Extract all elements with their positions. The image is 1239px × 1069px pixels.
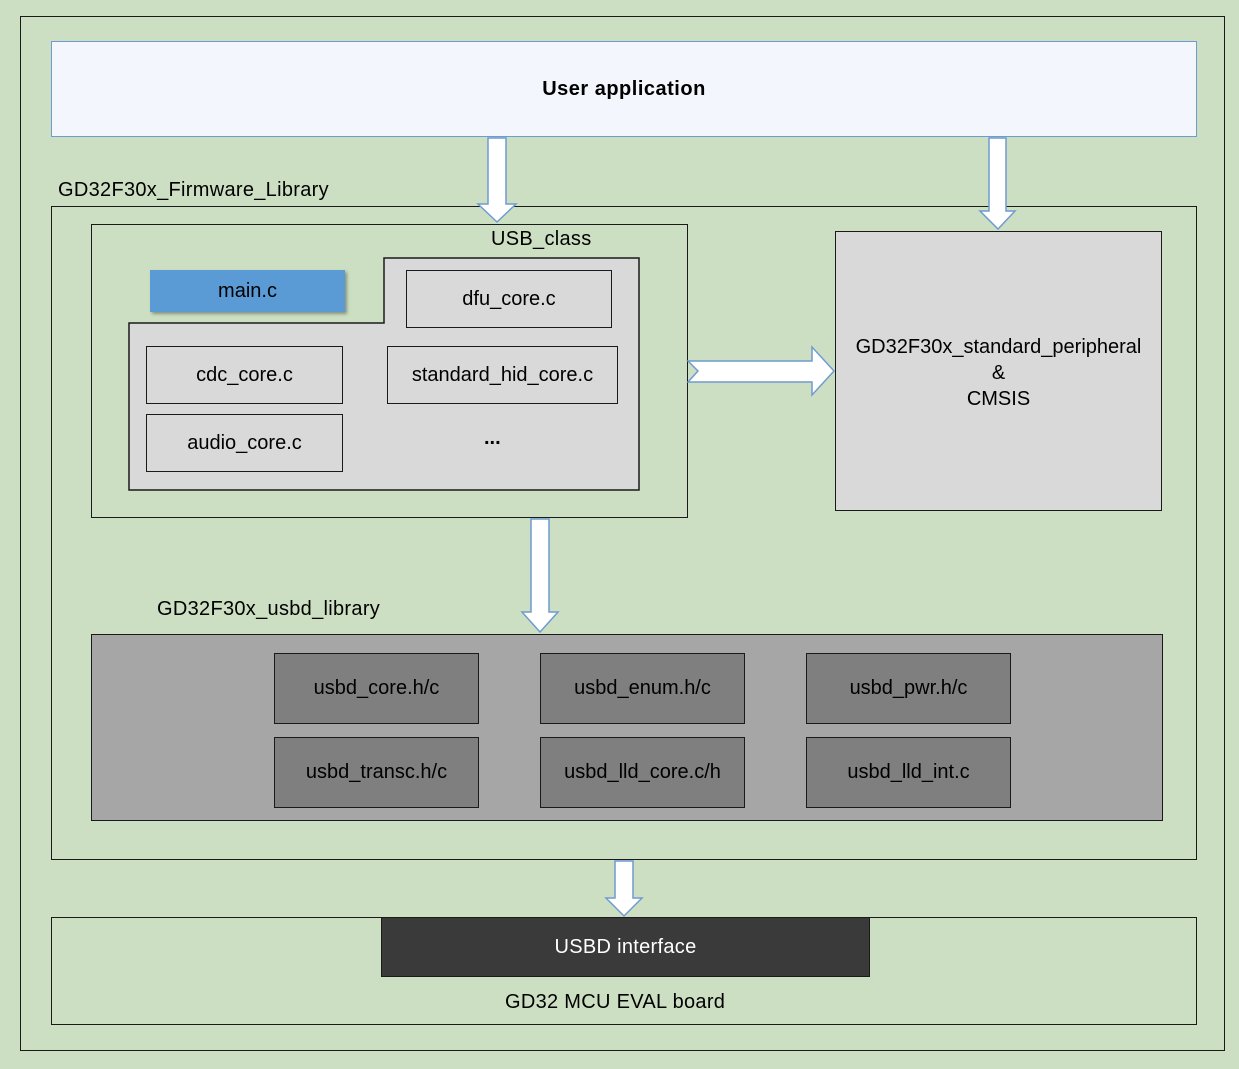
standard-peripheral-line3: CMSIS (966, 388, 1031, 410)
cdc-core-box: cdc_core.c (146, 346, 343, 404)
usbd-pwr-label: usbd_pwr.h/c (849, 677, 968, 699)
usbd-core-label: usbd_core.h/c (313, 677, 440, 699)
usbd-transc-label: usbd_transc.h/c (305, 761, 448, 783)
standard-peripheral-box: GD32F30x_standard_peripheral & CMSIS (835, 231, 1162, 511)
usbd-pwr-box: usbd_pwr.h/c (806, 653, 1011, 724)
standard-peripheral-line2: & (991, 362, 1006, 384)
firmware-library-label: GD32F30x_Firmware_Library (58, 179, 329, 201)
dfu-core-label: dfu_core.c (462, 287, 556, 310)
usbd-lld-int-box: usbd_lld_int.c (806, 737, 1011, 808)
usbd-interface-box: USBD interface (381, 917, 870, 977)
main-c-label: main.c (218, 279, 277, 302)
cdc-core-label: cdc_core.c (196, 363, 293, 386)
usb-class-label: USB_class (491, 228, 592, 250)
more-files-ellipsis: ... (484, 427, 501, 449)
dfu-core-box: dfu_core.c (406, 270, 612, 328)
eval-board-label: GD32 MCU EVAL board (505, 991, 726, 1013)
firmware-library-frame (51, 206, 1197, 860)
usbd-transc-box: usbd_transc.h/c (274, 737, 479, 808)
audio-core-label: audio_core.c (187, 431, 302, 454)
usbd-lld-core-box: usbd_lld_core.c/h (540, 737, 745, 808)
standard-hid-core-label: standard_hid_core.c (411, 363, 594, 386)
usbd-lld-core-label: usbd_lld_core.c/h (564, 761, 721, 783)
main-c-box: main.c (150, 270, 345, 312)
user-application-box: User application (51, 41, 1197, 137)
usbd-interface-label: USBD interface (554, 935, 697, 958)
audio-core-box: audio_core.c (146, 414, 343, 472)
usbd-core-box: usbd_core.h/c (274, 653, 479, 724)
usbd-lld-int-label: usbd_lld_int.c (847, 761, 970, 783)
standard-hid-core-box: standard_hid_core.c (387, 346, 618, 404)
usbd-enum-box: usbd_enum.h/c (540, 653, 745, 724)
standard-peripheral-line1: GD32F30x_standard_peripheral (855, 336, 1142, 358)
outer-frame (20, 16, 1225, 1051)
usbd-enum-label: usbd_enum.h/c (574, 677, 711, 699)
usbd-library-label: GD32F30x_usbd_library (157, 598, 381, 620)
user-application-label: User application (542, 77, 706, 100)
